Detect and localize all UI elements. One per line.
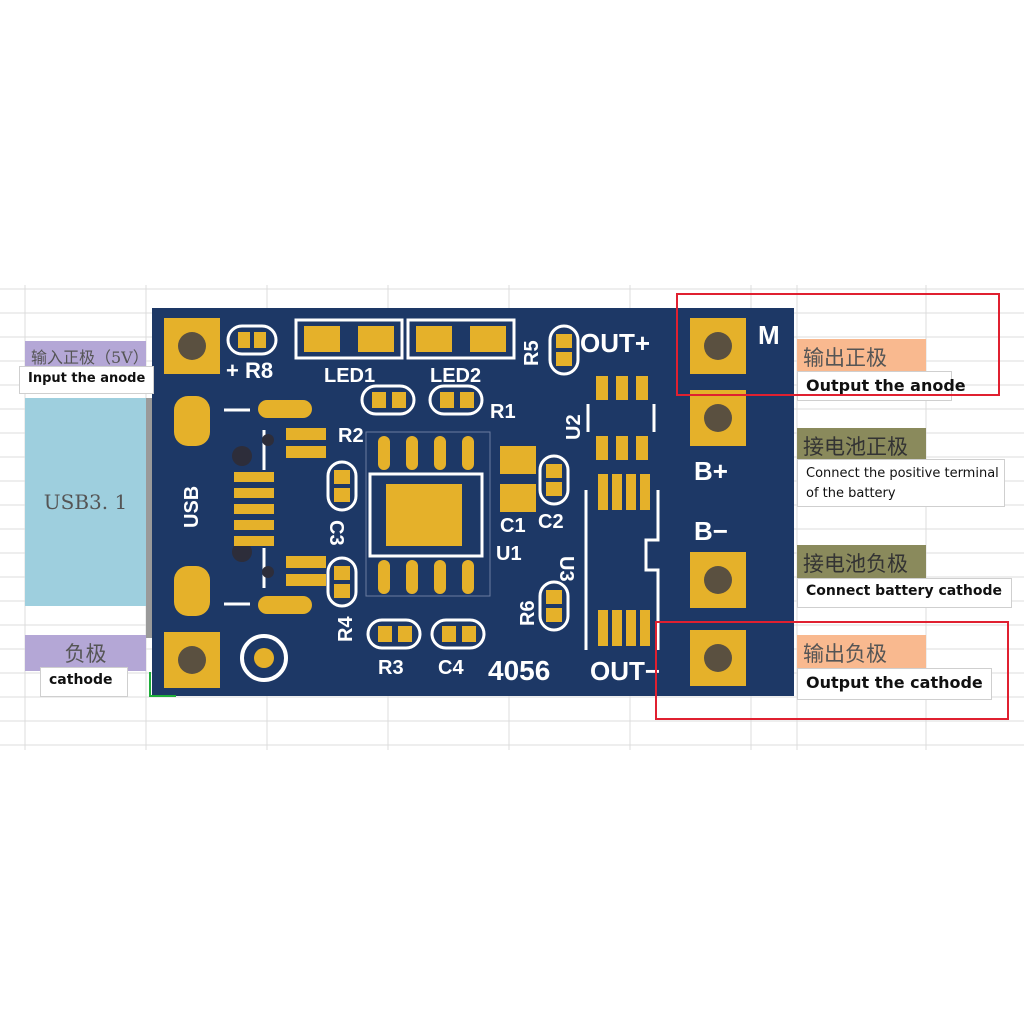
right-pads [690,318,746,686]
silk-out-plus: OUT+ [580,328,650,358]
origin-marker [149,672,176,697]
battery-neg-en: Connect battery cathode [797,578,1012,608]
output-anode-cn: 输出正极 [797,339,926,375]
silk-b-plus: B+ [694,456,728,486]
usb-label: USB3. 1 [43,490,128,514]
silk-chip: 4056 [488,655,550,686]
output-cathode-cn: 输出负极 [797,635,926,671]
silk-r8: + R8 [226,358,273,383]
battery-pos-cn: 接电池正极 [797,428,926,464]
battery-pos-en-line1: Connect the positive terminal [806,466,999,481]
silk-r1: R1 [490,401,516,423]
silk-m: M [758,320,780,350]
silk-u3: U3 [555,556,577,582]
silk-c4: C4 [438,657,464,679]
usb-connector-shell [146,398,156,638]
cathode-en: cathode [40,667,128,697]
silk-r6: R6 [517,600,539,626]
silk-led2: LED2 [430,365,481,387]
silk-r5: R5 [521,340,543,366]
usb-label-box: USB3. 1 [25,398,146,606]
u1-chip [365,431,491,597]
highlight-output-anode [676,293,1000,396]
silk-usb: USB [181,486,203,528]
battery-neg-cn: 接电池负极 [797,545,926,581]
passive-pads [238,326,572,642]
silk-c2: C2 [538,511,564,533]
silk-r4: R4 [335,616,357,642]
silk-r2: R2 [338,425,364,447]
silk-led1: LED1 [324,365,375,387]
highlight-output-cathode [655,621,1009,720]
silk-u1: U1 [496,543,522,565]
battery-pos-en: Connect the positive terminal of the bat… [797,459,1005,507]
passive-components [226,318,580,650]
corner-pads [164,318,288,688]
battery-pos-en-line2: of the battery [806,486,896,501]
cathode-cn: 负极 [25,635,146,671]
silk-c3: C3 [325,520,347,546]
output-anode-en: Output the anode [797,371,966,401]
silk-out-minus: OUT− [590,656,660,686]
usb-footprint [174,396,326,616]
silk-u2: U2 [563,414,585,440]
silk-c1: C1 [500,515,526,537]
output-cathode-en: Output the cathode [797,668,992,700]
silk-b-minus: B− [694,516,728,546]
input-anode-en: Input the anode [19,366,154,394]
silk-r3: R3 [378,657,404,679]
silkscreen-text: + R8 LED1 LED2 R5 OUT+ M R1 R2 U2 USB C3… [181,320,780,686]
u2-u3-chips [584,376,660,650]
